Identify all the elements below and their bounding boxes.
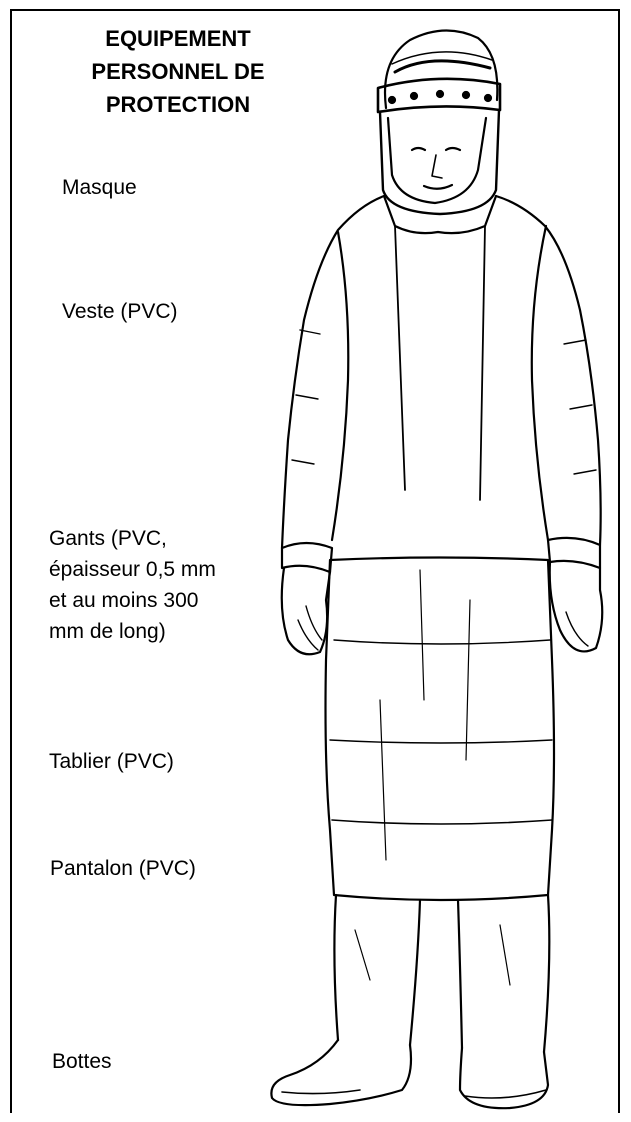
boots [271, 1040, 548, 1108]
trousers [334, 895, 549, 1052]
head [385, 30, 497, 203]
apron [326, 558, 555, 901]
jacket [282, 196, 601, 572]
